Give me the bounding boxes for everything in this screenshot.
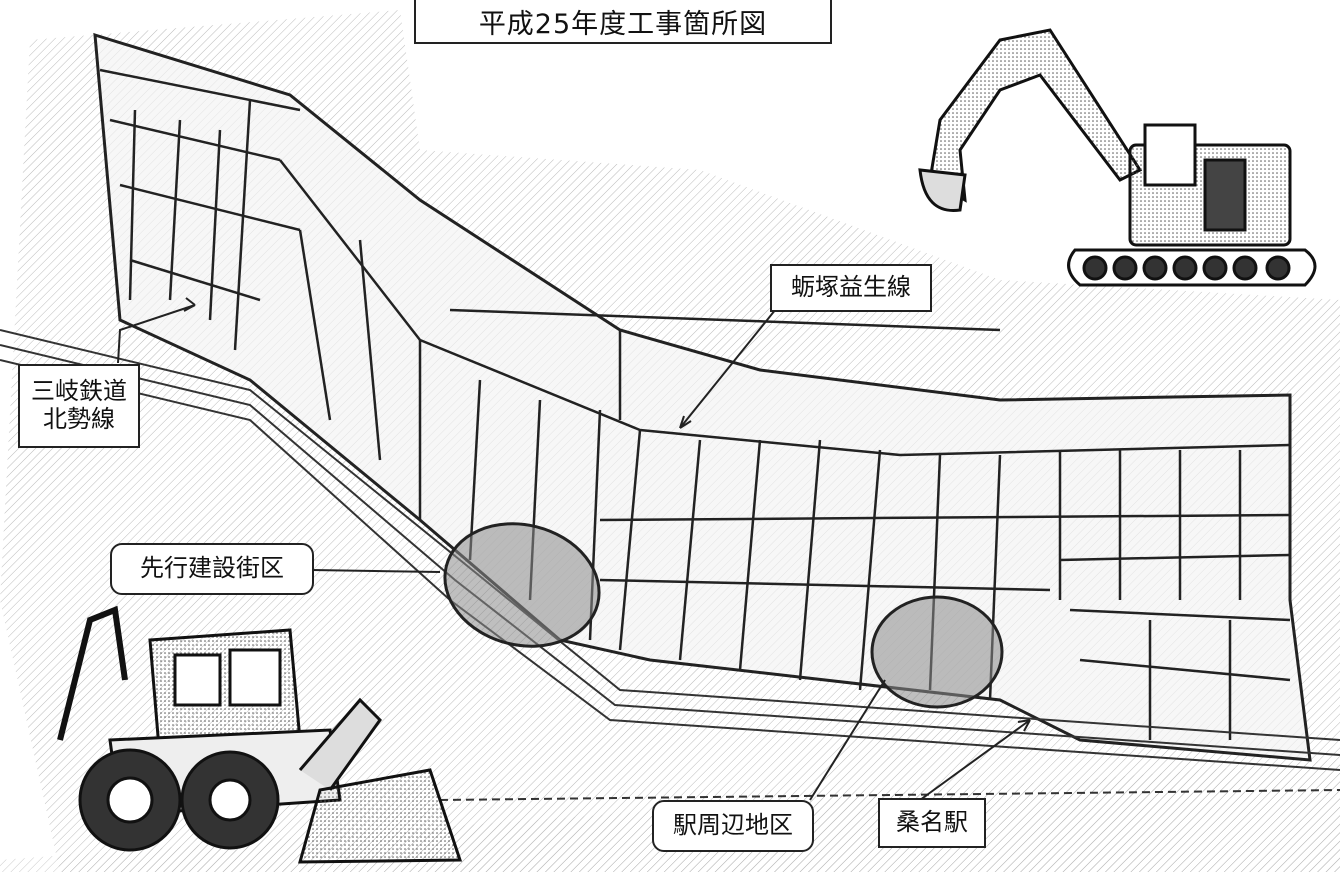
label-railway-line2: 北勢線 (43, 405, 115, 433)
label-advance-block: 先行建設街区 (110, 543, 314, 595)
label-road: 蛎塚益生線 (770, 264, 932, 312)
backhoe-loader-icon (57, 605, 463, 864)
excavator-icon (918, 28, 1317, 287)
label-station-area: 駅周辺地区 (652, 800, 814, 852)
label-railway-line1: 三岐鉄道 (31, 377, 127, 406)
map-title: 平成25年度工事箇所図 (414, 0, 832, 44)
road-grid (99, 68, 1291, 740)
advance-block-highlight (443, 522, 601, 648)
label-railway: 三岐鉄道 北勢線 (18, 364, 140, 448)
label-station: 桑名駅 (878, 798, 986, 848)
leader-lines (117, 297, 1031, 801)
district-area (93, 32, 1312, 762)
station-area-highlight (870, 595, 1004, 709)
